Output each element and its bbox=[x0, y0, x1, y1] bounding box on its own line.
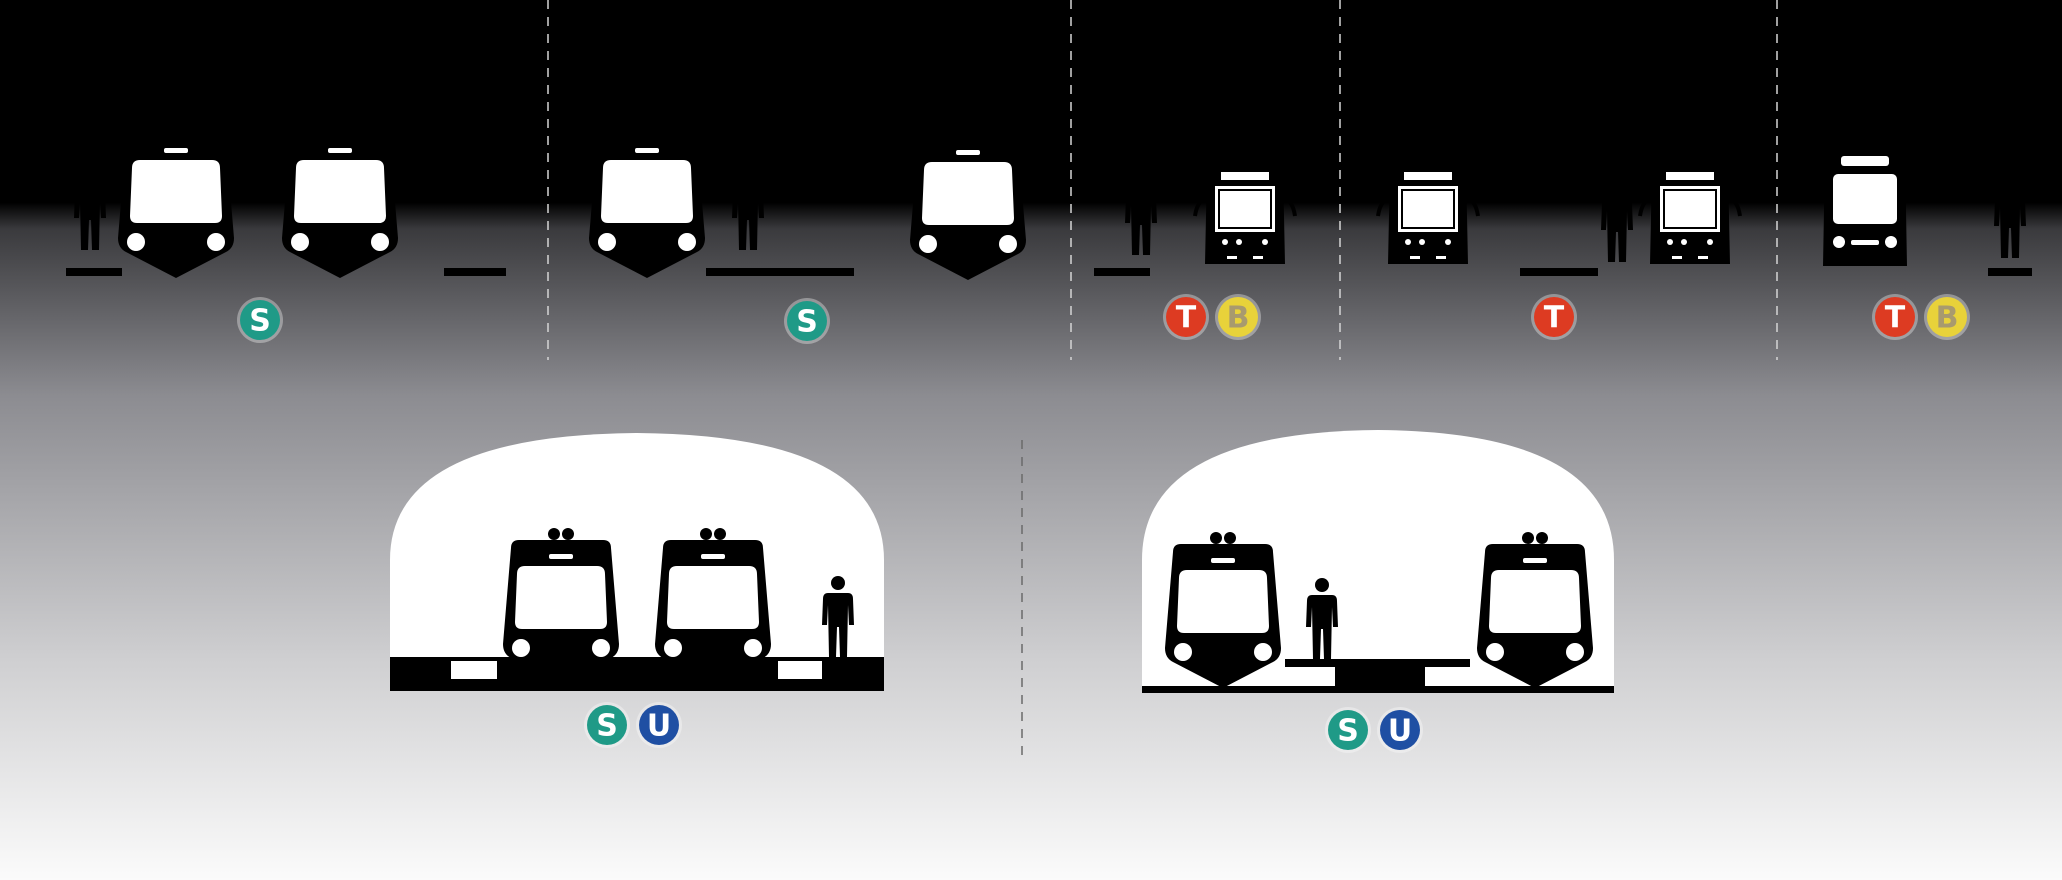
platform bbox=[451, 661, 497, 679]
line-badge-letter: B bbox=[1227, 301, 1250, 336]
tram-icon bbox=[1640, 150, 1740, 264]
platform bbox=[1335, 667, 1425, 687]
line-badge-letter: T bbox=[1544, 301, 1565, 336]
line-badge-letter: B bbox=[1936, 301, 1959, 336]
line-badge-s: S bbox=[1325, 707, 1371, 753]
line-badge-letter: T bbox=[1176, 301, 1197, 336]
suburban-train-icon bbox=[1165, 532, 1281, 688]
track-bed bbox=[1142, 686, 1614, 693]
platform bbox=[66, 268, 122, 276]
line-badge-letter: U bbox=[647, 709, 671, 744]
tunnel-panel-2 bbox=[1142, 430, 1614, 693]
tram-icon bbox=[1195, 150, 1295, 264]
suburban-train-icon bbox=[118, 122, 234, 278]
line-badge-letter: S bbox=[249, 304, 271, 339]
platform bbox=[1520, 268, 1598, 276]
line-badge-letter: S bbox=[1337, 714, 1359, 749]
suburban-train-icon bbox=[655, 528, 771, 684]
suburban-train-icon bbox=[1477, 532, 1593, 688]
line-badge-s: S bbox=[237, 297, 283, 343]
line-badge-b: B bbox=[1924, 294, 1970, 340]
platform bbox=[1988, 268, 2032, 276]
platform bbox=[1094, 268, 1150, 276]
line-badge-u: U bbox=[1377, 707, 1423, 753]
tram-icon bbox=[1378, 150, 1478, 264]
tunnel-panel-1 bbox=[390, 433, 884, 691]
suburban-train-icon bbox=[910, 124, 1026, 280]
suburban-train-icon bbox=[282, 122, 398, 278]
platform bbox=[444, 268, 506, 276]
line-badge-letter: S bbox=[596, 709, 618, 744]
tunnel-icon bbox=[390, 433, 884, 690]
line-badge-letter: U bbox=[1388, 714, 1412, 749]
line-badge-t: T bbox=[1163, 294, 1209, 340]
platform bbox=[778, 661, 822, 679]
line-badge-s: S bbox=[784, 298, 830, 344]
line-badge-letter: T bbox=[1885, 301, 1906, 336]
line-badge-u: U bbox=[636, 702, 682, 748]
line-badge-t: T bbox=[1872, 294, 1918, 340]
bus-icon bbox=[1823, 148, 1907, 266]
platform bbox=[706, 268, 854, 276]
line-badge-b: B bbox=[1215, 294, 1261, 340]
platform bbox=[1285, 659, 1470, 667]
line-badge-s: S bbox=[584, 702, 630, 748]
line-badge-t: T bbox=[1531, 294, 1577, 340]
suburban-train-icon bbox=[589, 122, 705, 278]
line-badge-letter: S bbox=[796, 305, 818, 340]
suburban-train-icon bbox=[503, 528, 619, 684]
